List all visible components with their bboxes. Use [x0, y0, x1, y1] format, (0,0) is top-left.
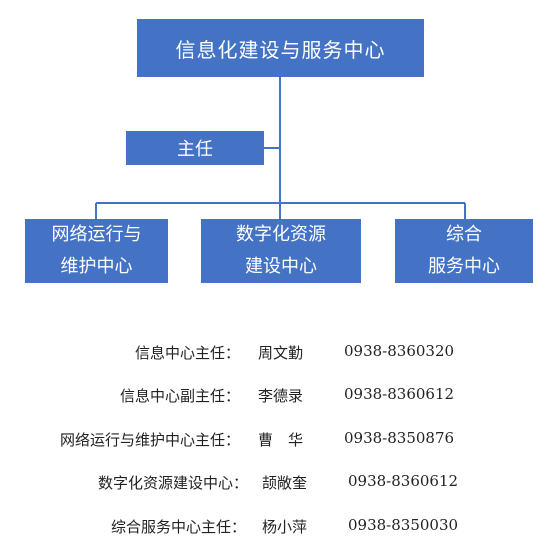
contact-role: 综合服务中心主任：: [110, 518, 246, 536]
dept-service-line2: 服务中心: [428, 256, 500, 277]
contact-row: 综合服务中心主任： 杨小萍 0938-8350030: [0, 516, 554, 546]
contact-role: 数字化资源建设中心：: [97, 474, 248, 492]
contact-row: 信息中心副主任： 李德录 0938-8360612: [0, 385, 554, 415]
contact-name: 杨小萍: [262, 518, 308, 536]
contact-row: 数字化资源建设中心： 颉敞奎 0938-8360612: [0, 472, 554, 502]
contact-role: 网络运行与维护中心主任：: [59, 431, 240, 449]
dept-network-line1: 网络运行与: [51, 224, 142, 245]
contact-row: 网络运行与维护中心主任： 曹 华 0938-8350876: [0, 429, 554, 459]
dept-network-box: 网络运行与 维护中心: [25, 219, 168, 283]
dept-service-line1: 综合: [446, 224, 482, 245]
dept-service-box: 综合 服务中心: [395, 219, 533, 283]
contact-name: 周文勤: [258, 344, 304, 362]
contact-phone: 0938-8350876: [344, 429, 455, 447]
contact-name: 颉敞奎: [262, 474, 308, 492]
dept-digital-line2: 建设中心: [245, 256, 317, 277]
contact-role: 信息中心主任：: [134, 344, 240, 362]
top-org-box: 信息化建设与服务中心: [137, 19, 424, 77]
contact-name: 李德录: [258, 387, 304, 405]
contact-phone: 0938-8350030: [348, 516, 459, 534]
dept-digital-box: 数字化资源 建设中心: [201, 219, 361, 283]
dept-digital-line1: 数字化资源: [236, 224, 326, 245]
director-label: 主任: [177, 139, 213, 160]
director-box: 主任: [126, 131, 264, 165]
top-org-label: 信息化建设与服务中心: [175, 37, 386, 62]
dept-network-line2: 维护中心: [60, 256, 133, 277]
contact-row: 信息中心主任： 周文勤 0938-8360320: [0, 342, 554, 372]
contact-role: 信息中心副主任：: [119, 387, 240, 405]
contact-phone: 0938-8360612: [348, 472, 459, 490]
contact-name: 曹 华: [258, 431, 304, 449]
contact-phone: 0938-8360320: [344, 342, 455, 360]
contact-phone: 0938-8360612: [344, 385, 455, 403]
